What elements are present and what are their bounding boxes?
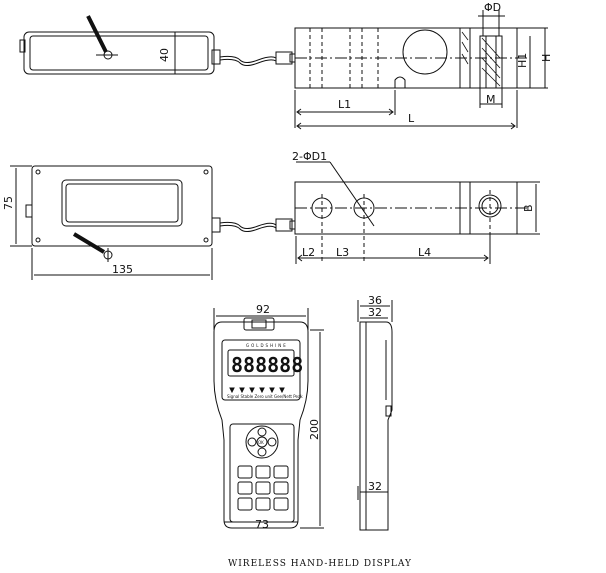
display-indicator-labels: Signal Stable Zero unit Gee/Nett Peak [227,394,303,399]
dim-m: M [486,93,496,106]
dim-h1: H1 [516,53,529,68]
figure-caption: WIRELESS HAND-HELD DISPLAY [228,559,412,569]
antenna-side [72,232,113,262]
dim-height-200: 200 [308,419,321,440]
display-readout: 888888 [231,353,303,377]
dim-l: L [408,112,415,125]
dim-depth-32-top: 32 [368,306,382,319]
load-cell-top-view [294,161,540,264]
dim-l2: L2 [302,246,315,259]
dim-phi-d: ΦD [484,1,501,14]
transmitter-side-view [10,165,296,280]
dim-l3: L3 [336,246,349,259]
transmitter-top-view [19,15,296,75]
dim-l1: L1 [338,98,351,111]
dim-top-height: 40 [158,48,171,62]
dim-side-75: 75 [2,196,15,210]
handheld-front-view [213,308,324,529]
load-cell-front-view [294,10,548,130]
dim-bottom-73: 73 [255,518,269,531]
dim-depth-32-bottom: 32 [368,480,382,493]
dim-width-92: 92 [256,303,270,316]
antenna-top [86,15,118,60]
dim-depth-36: 36 [368,294,382,307]
cable-side [211,217,296,233]
handheld-side-view [357,300,393,531]
dim-holes: 2-ΦD1 [292,150,327,163]
dim-b: B [522,204,535,212]
dim-l4: L4 [418,246,431,259]
dim-side-135: 135 [112,263,133,276]
dim-h: H [540,54,553,62]
display-brand: GOLDSHINE [246,343,288,348]
cable-top [219,51,296,66]
keypad-ok-label: OK [258,440,264,445]
